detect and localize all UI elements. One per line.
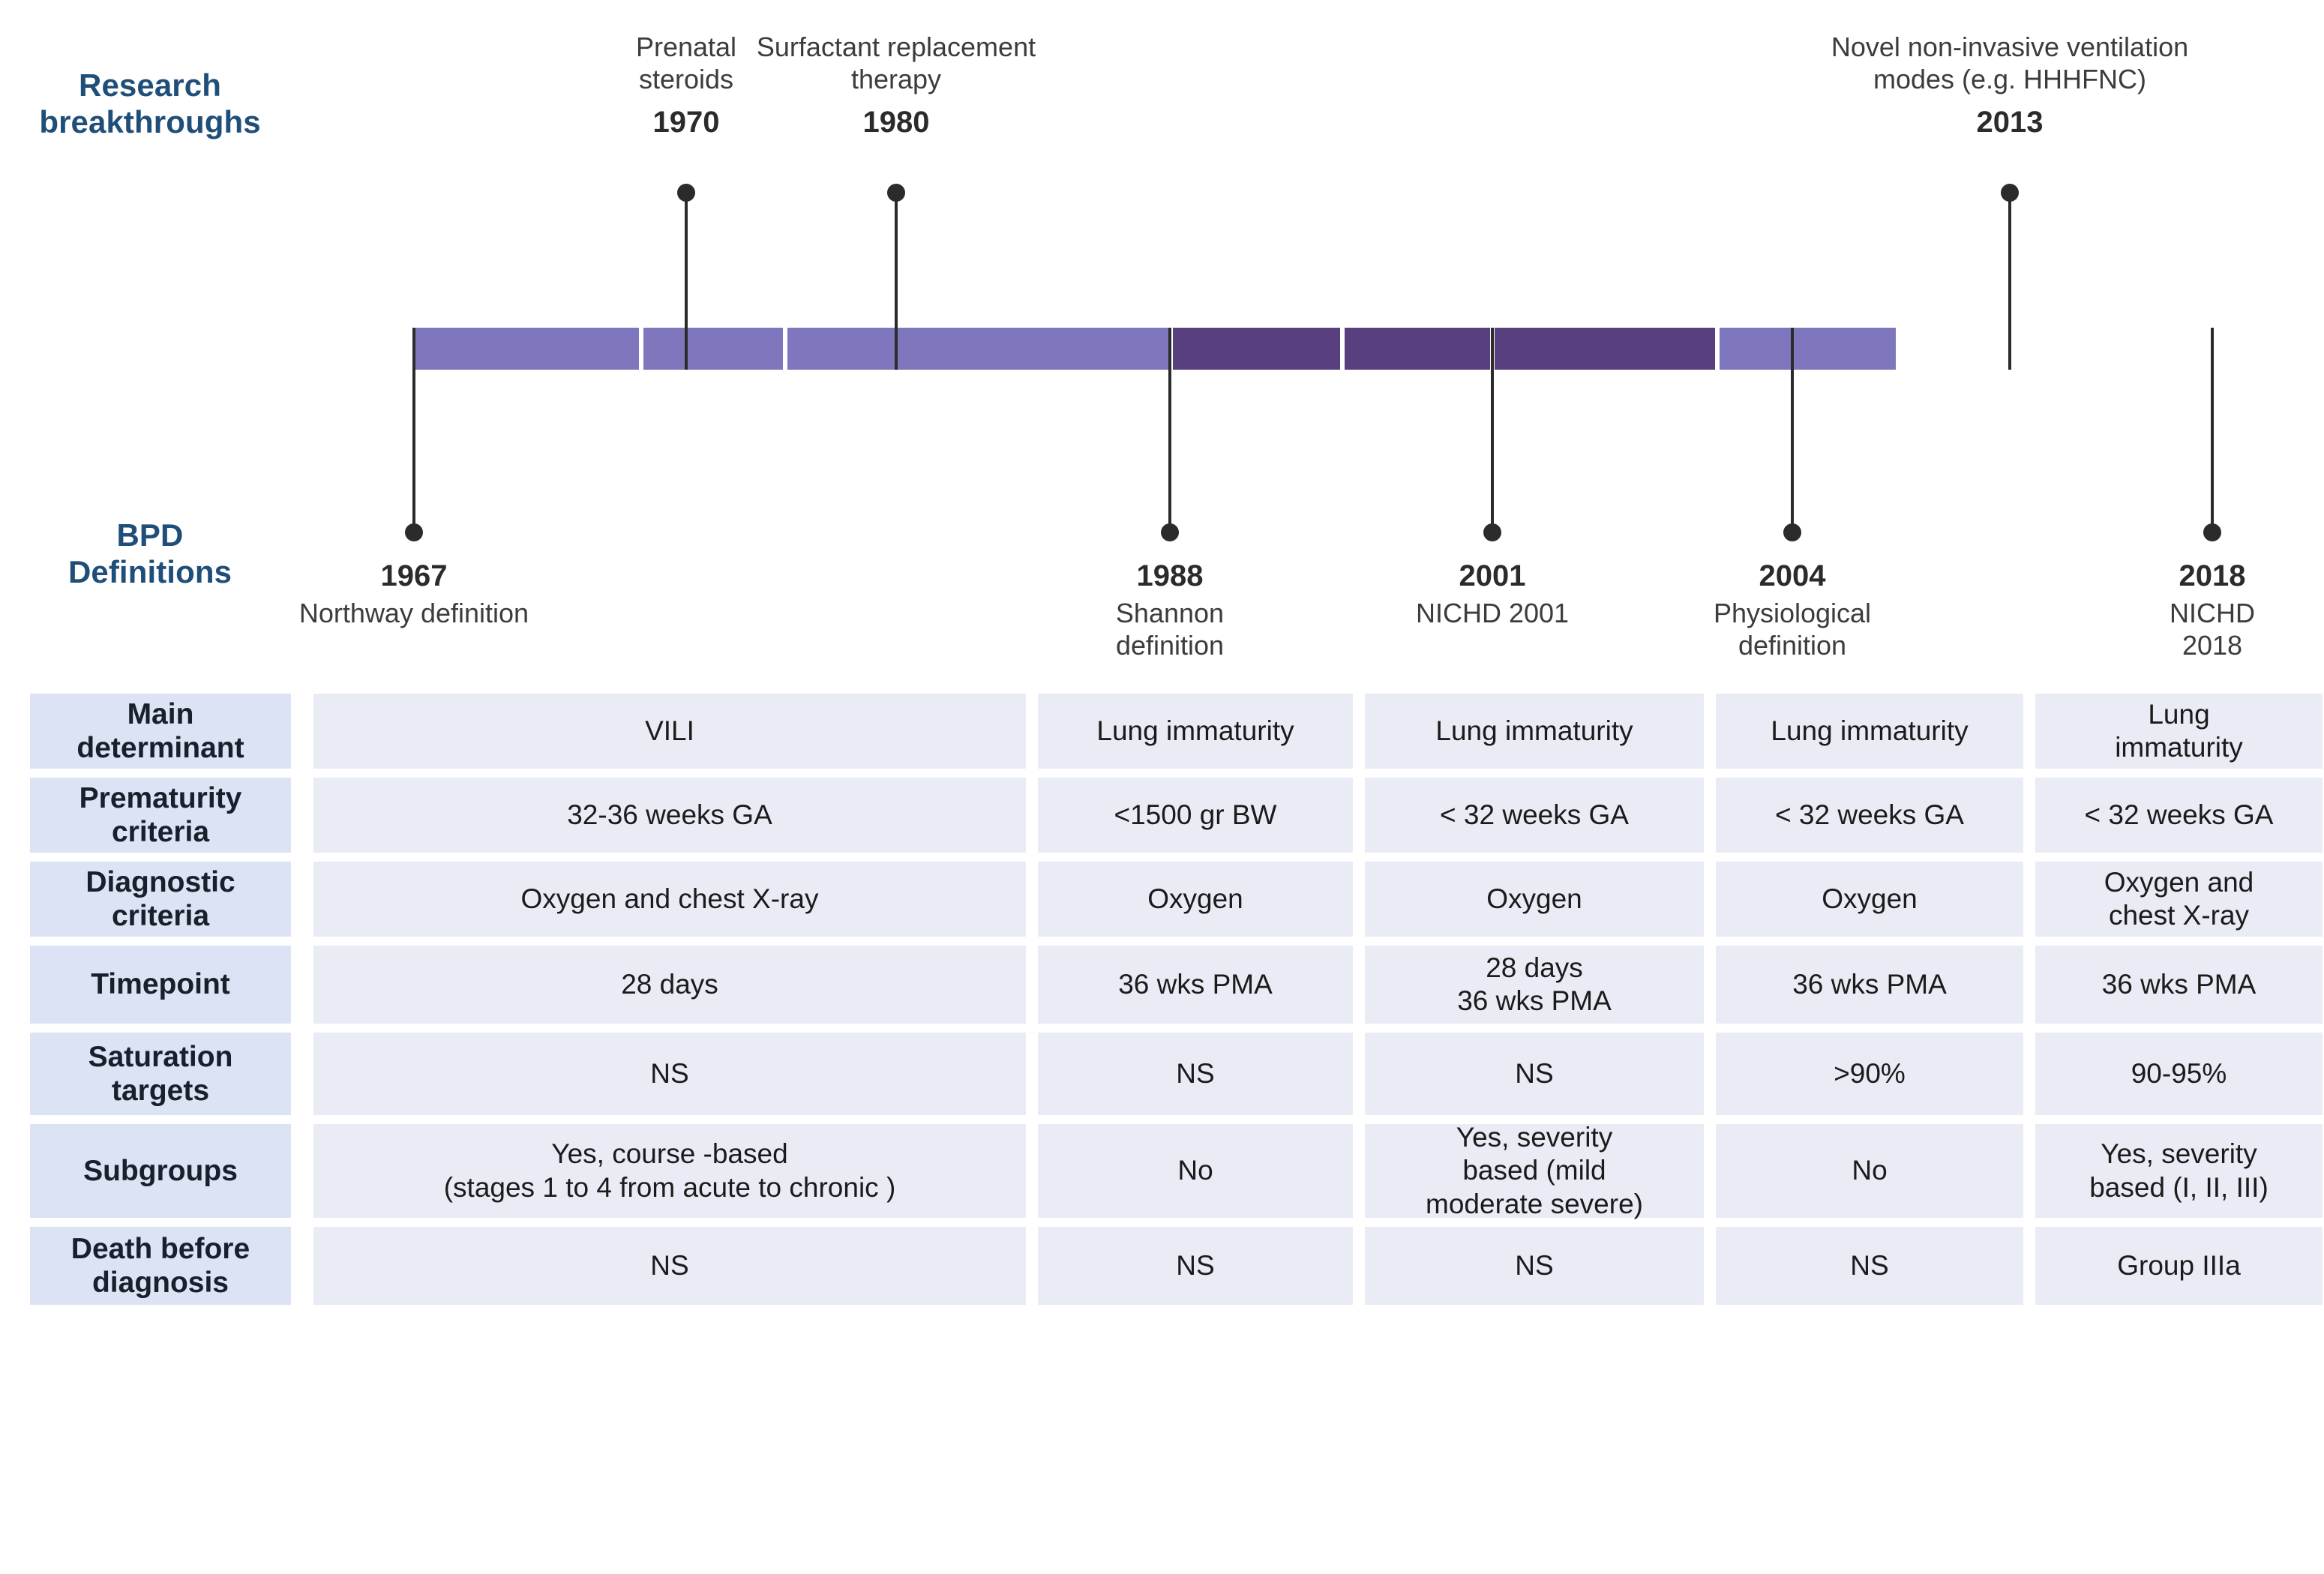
marker-dot-icon xyxy=(1483,523,1501,541)
table-cell: No xyxy=(1716,1124,2023,1218)
table-cell: 28 days xyxy=(313,946,1026,1024)
table-row-label: Main determinant xyxy=(30,694,291,769)
table-cell: < 32 weeks GA xyxy=(2035,778,2323,853)
table-row-label: Saturation targets xyxy=(30,1033,291,1115)
table-cell: No xyxy=(1038,1124,1353,1218)
timeline-segment-5 xyxy=(1495,328,1715,370)
table-cell: Lung immaturity xyxy=(1365,694,1704,769)
table-row: Diagnostic criteria Oxygen and chest X-ra… xyxy=(30,862,2323,937)
table-cell: Yes, severity based (I, II, III) xyxy=(2035,1124,2323,1218)
marker-dot-icon xyxy=(405,523,423,541)
bpd-definitions-heading: BPD Definitions xyxy=(67,517,232,589)
table-row: Prematurity criteria 32-36 weeks GA<1500 … xyxy=(30,778,2323,853)
timeline-segment-6 xyxy=(1720,328,1896,370)
timeline-segment-1 xyxy=(643,328,783,370)
marker-year: 2013 xyxy=(1976,106,2044,139)
table-cell: NS xyxy=(313,1227,1026,1305)
marker-stem xyxy=(1491,328,1494,532)
marker-year: 2001 xyxy=(1459,559,1526,592)
marker-year: 1988 xyxy=(1136,559,1204,592)
table-cell: Lung immaturity xyxy=(1038,694,1353,769)
marker-label: Shannon definition xyxy=(1115,598,1225,661)
table-cell: <1500 gr BW xyxy=(1038,778,1353,853)
marker-dot-icon xyxy=(2203,523,2221,541)
table-cell: Lung immaturity xyxy=(1716,694,2023,769)
table-cell: NS xyxy=(1038,1033,1353,1115)
table-cell: NS xyxy=(1716,1227,2023,1305)
table-cell: NS xyxy=(1038,1227,1353,1305)
table-cell: 32-36 weeks GA xyxy=(313,778,1026,853)
timeline-segment-4 xyxy=(1345,328,1490,370)
marker-label: NICHD 2001 xyxy=(1415,598,1570,628)
marker-stem xyxy=(412,328,415,532)
marker-year: 1980 xyxy=(862,106,930,139)
marker-label: Physiological definition xyxy=(1713,598,1872,661)
table-cell: Oxygen xyxy=(1038,862,1353,937)
timeline-segment-2 xyxy=(787,328,1168,370)
marker-stem xyxy=(1791,328,1794,532)
table-cell: Group IIIa xyxy=(2035,1227,2323,1305)
marker-year: 1967 xyxy=(380,559,448,592)
table-cell: 36 wks PMA xyxy=(1716,946,2023,1024)
timeline-bar xyxy=(414,328,2186,370)
marker-stem xyxy=(685,193,688,370)
table-row-label: Subgroups xyxy=(30,1124,291,1218)
marker-dot-icon xyxy=(2001,184,2019,202)
marker-label: Surfactant replacement therapy xyxy=(756,31,1036,94)
table-cell: 90-95% xyxy=(2035,1033,2323,1115)
marker-dot-icon xyxy=(1161,523,1179,541)
table-cell: 36 wks PMA xyxy=(2035,946,2323,1024)
marker-label: Prenatal steroids xyxy=(635,31,737,94)
marker-label: Northway definition xyxy=(298,598,529,628)
marker-year: 1970 xyxy=(652,106,720,139)
marker-stem xyxy=(895,193,898,370)
table-cell: Yes, severity based (mild moderate sever… xyxy=(1365,1122,1704,1219)
timeline-segment-3 xyxy=(1173,328,1340,370)
table-cell: 28 days 36 wks PMA xyxy=(1365,946,1704,1024)
marker-label: NICHD 2018 xyxy=(2170,598,2255,661)
table-cell: 36 wks PMA xyxy=(1038,946,1353,1024)
table-cell: NS xyxy=(1365,1227,1704,1305)
marker-year: 2018 xyxy=(2179,559,2246,592)
table-cell: NS xyxy=(1365,1033,1704,1115)
table-cell: >90% xyxy=(1716,1033,2023,1115)
table-cell: NS xyxy=(313,1033,1026,1115)
marker-stem xyxy=(2211,328,2214,532)
marker-dot-icon xyxy=(677,184,695,202)
table-row-label: Timepoint xyxy=(30,946,291,1024)
table-cell: VILI xyxy=(313,694,1026,769)
table-cell: < 32 weeks GA xyxy=(1365,778,1704,853)
table-row-label: Diagnostic criteria xyxy=(30,862,291,937)
marker-stem xyxy=(2008,193,2011,370)
table-row-label: Death before diagnosis xyxy=(30,1227,291,1305)
marker-dot-icon xyxy=(887,184,905,202)
marker-stem xyxy=(1168,328,1171,532)
table-cell: Yes, course -based (stages 1 to 4 from a… xyxy=(313,1124,1026,1218)
marker-dot-icon xyxy=(1783,523,1801,541)
table-cell: Lung immaturity xyxy=(2035,694,2323,769)
marker-label: Novel non-invasive ventilation modes (e.… xyxy=(1831,31,2189,94)
marker-year: 2004 xyxy=(1759,559,1826,592)
table-cell: Oxygen and chest X-ray xyxy=(313,862,1026,937)
table-row-label: Prematurity criteria xyxy=(30,778,291,853)
timeline-segment-0 xyxy=(414,328,639,370)
table-cell: Oxygen xyxy=(1716,862,2023,937)
research-breakthroughs-heading: Research breakthroughs xyxy=(39,67,261,139)
table-cell: < 32 weeks GA xyxy=(1716,778,2023,853)
table-cell: Oxygen and chest X-ray xyxy=(2035,862,2323,937)
table-cell: Oxygen xyxy=(1365,862,1704,937)
